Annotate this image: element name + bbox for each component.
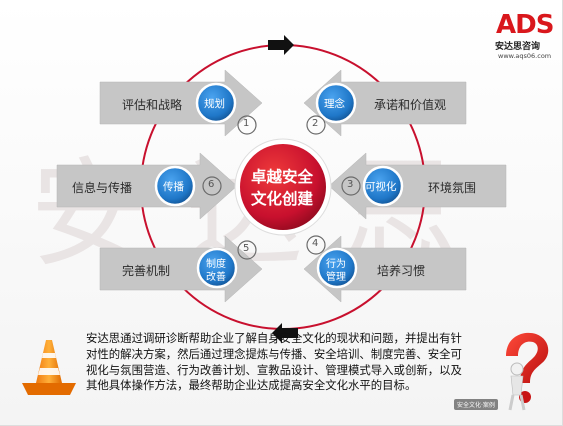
badge-circle-5 xyxy=(196,247,238,289)
description-line: 安达思通过调研诊断帮助企业了解自身安全文化的现状和问题，并提出有针 xyxy=(86,331,462,345)
center-circle xyxy=(238,142,328,232)
traffic-cone-icon xyxy=(22,340,76,395)
step-label-5: 完善机制 xyxy=(122,264,171,278)
badge-text-2: 理念 xyxy=(324,98,345,110)
badge-text-6: 传播 xyxy=(163,181,184,193)
badge-circle-3 xyxy=(362,165,404,207)
step-label-4: 培养习惯 xyxy=(377,264,426,278)
description-text: 安达思通过调研诊断帮助企业了解自身安全文化的现状和问题，并提出有针 对性的解决方… xyxy=(86,331,473,394)
badge-text-5a: 制度 xyxy=(206,259,226,270)
ads-logo: ADS xyxy=(496,10,554,40)
badge-text-4a: 行为 xyxy=(326,259,346,270)
step-number-5: 5 xyxy=(243,243,250,254)
num-circle-1 xyxy=(237,115,257,135)
badge-text-5b: 改善 xyxy=(206,272,226,283)
step-number-1: 1 xyxy=(243,118,250,129)
num-circle-3 xyxy=(341,176,361,196)
logo-url: www.aqs06.com xyxy=(498,52,552,60)
step-arrow-6 xyxy=(56,152,238,220)
corner-mark: 安全文化·案例 xyxy=(454,399,498,410)
description-line: 其他具体操作方法，最终帮助企业达成提高安全文化水平的目标。 xyxy=(86,378,417,393)
description-line: 对性的解决方案，然后通过理念提炼与传播、安全培训、制度完善、安全可 xyxy=(86,346,462,361)
step-label-1: 评估和战略 xyxy=(122,98,183,112)
badge-text-4b: 管理 xyxy=(326,272,346,283)
badge-circle-4 xyxy=(316,247,358,289)
question-mark-figure-icon xyxy=(506,332,549,411)
step-number-6: 6 xyxy=(208,179,215,190)
center-title-line2: 文化创建 xyxy=(251,190,314,208)
step-label-3: 环境氛围 xyxy=(428,181,477,195)
cycle-arrow-bottom xyxy=(272,323,298,343)
step-label-2: 承诺和价值观 xyxy=(374,98,447,112)
badge-circle-6 xyxy=(154,165,196,207)
badge-circle-2 xyxy=(315,82,357,124)
logo-company-name: 安达思咨询 xyxy=(495,42,541,52)
num-circle-5 xyxy=(237,240,257,260)
step-label-6: 信息与传播 xyxy=(72,181,133,195)
cycle-arrow-top xyxy=(268,35,294,55)
num-circle-6 xyxy=(202,176,222,196)
step-number-2: 2 xyxy=(312,118,319,129)
description-line: 视化与氛围营造、行为改善计划、宣教品设计、管理模式导入或创新，以及 xyxy=(86,362,462,377)
step-number-4: 4 xyxy=(312,238,319,249)
step-number-3: 3 xyxy=(347,179,354,190)
badge-circle-1 xyxy=(195,82,237,124)
center-title-line1: 卓越安全 xyxy=(251,168,314,186)
badge-text-1: 规划 xyxy=(204,98,225,110)
num-circle-4 xyxy=(306,235,326,255)
badge-text-3: 可视化 xyxy=(365,181,397,193)
num-circle-2 xyxy=(306,115,326,135)
